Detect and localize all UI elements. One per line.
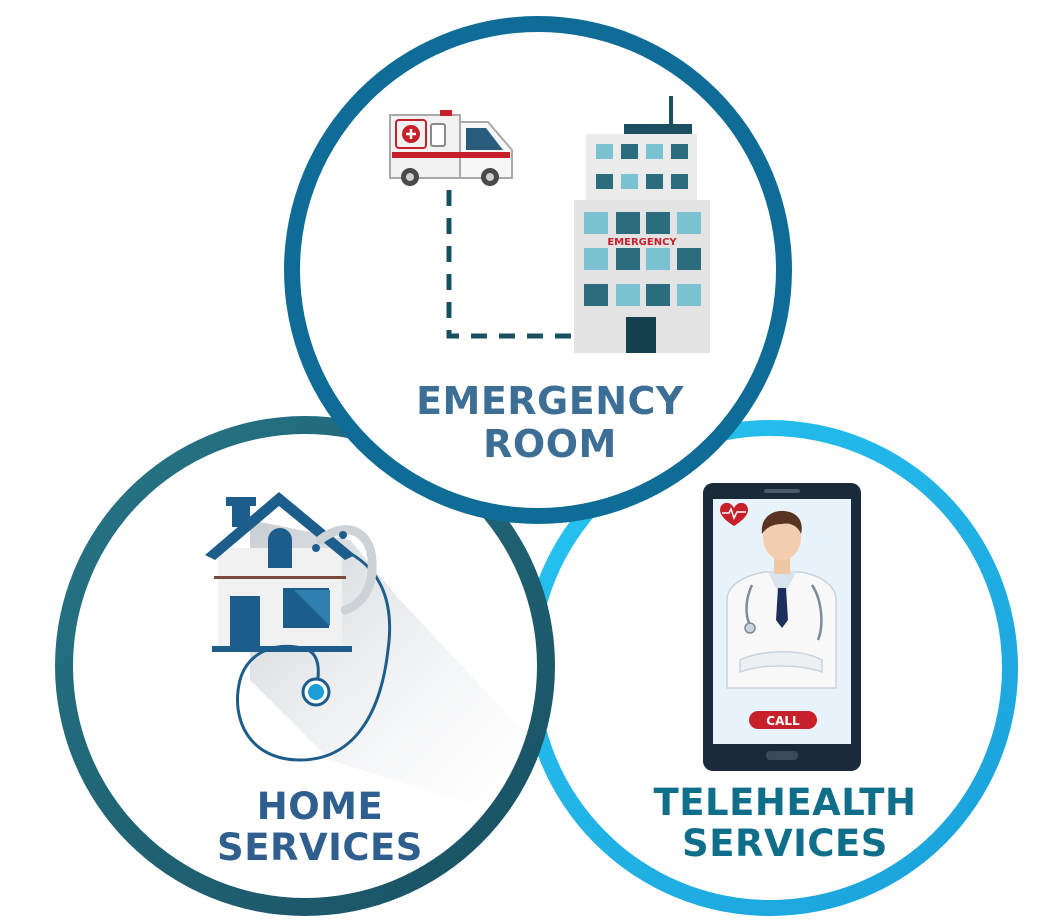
home-illustration: [205, 492, 537, 820]
stethoscope-icon: [236, 525, 392, 762]
call-label: CALL: [766, 714, 800, 728]
home-services-label: HOME SERVICES: [180, 786, 460, 869]
ambulance-icon: [389, 110, 513, 186]
home-title: HOME: [256, 785, 384, 828]
route-line: [446, 190, 628, 339]
emergency-title: EMERGENCY: [416, 379, 684, 423]
heart-icon: [720, 502, 748, 526]
telehealth-services-label: TELEHEALTH SERVICES: [640, 782, 930, 865]
hospital-sign: EMERGENCY: [607, 237, 677, 248]
telehealth-title: TELEHEALTH: [653, 781, 917, 824]
call-button[interactable]: CALL: [749, 711, 817, 729]
emergency-room-label: EMERGENCY ROOM: [400, 380, 700, 465]
house-icon: [205, 492, 355, 652]
doctor-icon: [726, 510, 837, 689]
home-subtitle: SERVICES: [217, 826, 423, 870]
hospital-building-icon: EMERGENCY: [574, 96, 710, 353]
emergency-subtitle: ROOM: [483, 421, 617, 466]
telehealth-subtitle: SERVICES: [682, 822, 888, 866]
